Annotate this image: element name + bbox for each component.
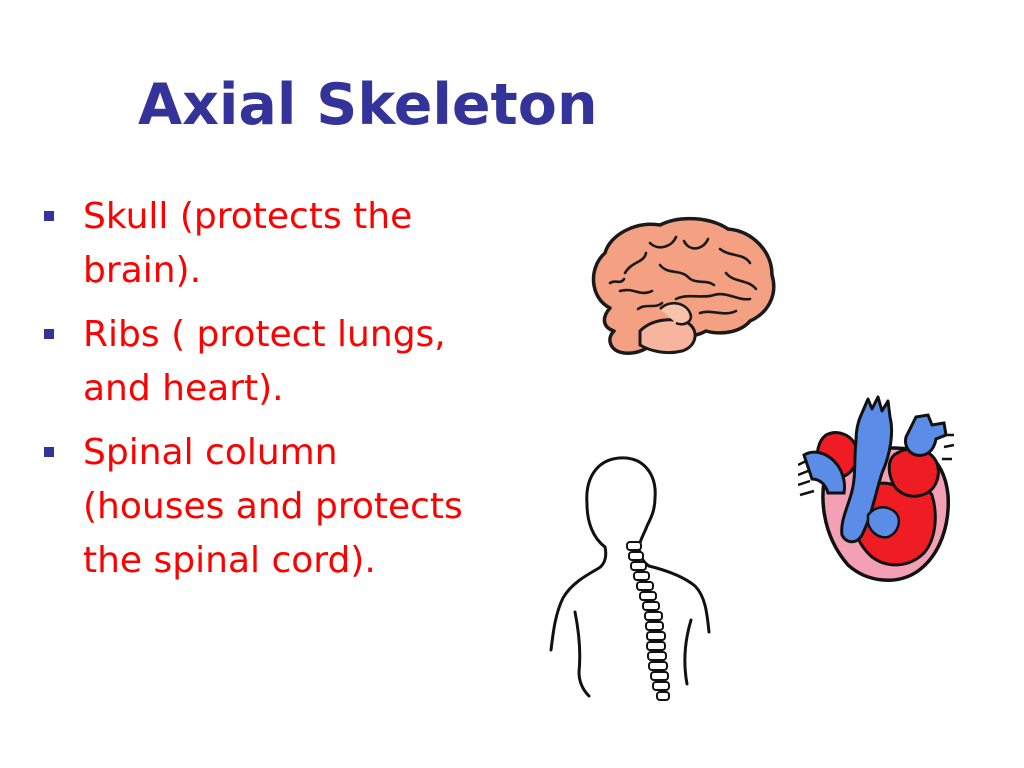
slide-title: Axial Skeleton: [138, 72, 598, 138]
bullet-square-icon: [44, 447, 54, 457]
bullet-square-icon: [44, 211, 54, 221]
heart-icon: [798, 395, 955, 582]
bullet-item-ribs: Ribs ( protect lungs, and heart).: [44, 308, 474, 416]
bullet-text: Skull (protects the brain).: [83, 196, 413, 291]
bullet-item-skull: Skull (protects the brain).: [44, 190, 474, 298]
bullet-text: Spinal column (houses and protects the s…: [83, 432, 463, 581]
bullet-text: Ribs ( protect lungs, and heart).: [83, 314, 446, 409]
bullet-list: Skull (protects the brain). Ribs ( prote…: [44, 190, 474, 598]
bullet-item-spinal-column: Spinal column (houses and protects the s…: [44, 426, 474, 588]
brain-icon: [591, 216, 776, 355]
bullet-square-icon: [44, 329, 54, 339]
human-spine-icon: [549, 456, 711, 701]
